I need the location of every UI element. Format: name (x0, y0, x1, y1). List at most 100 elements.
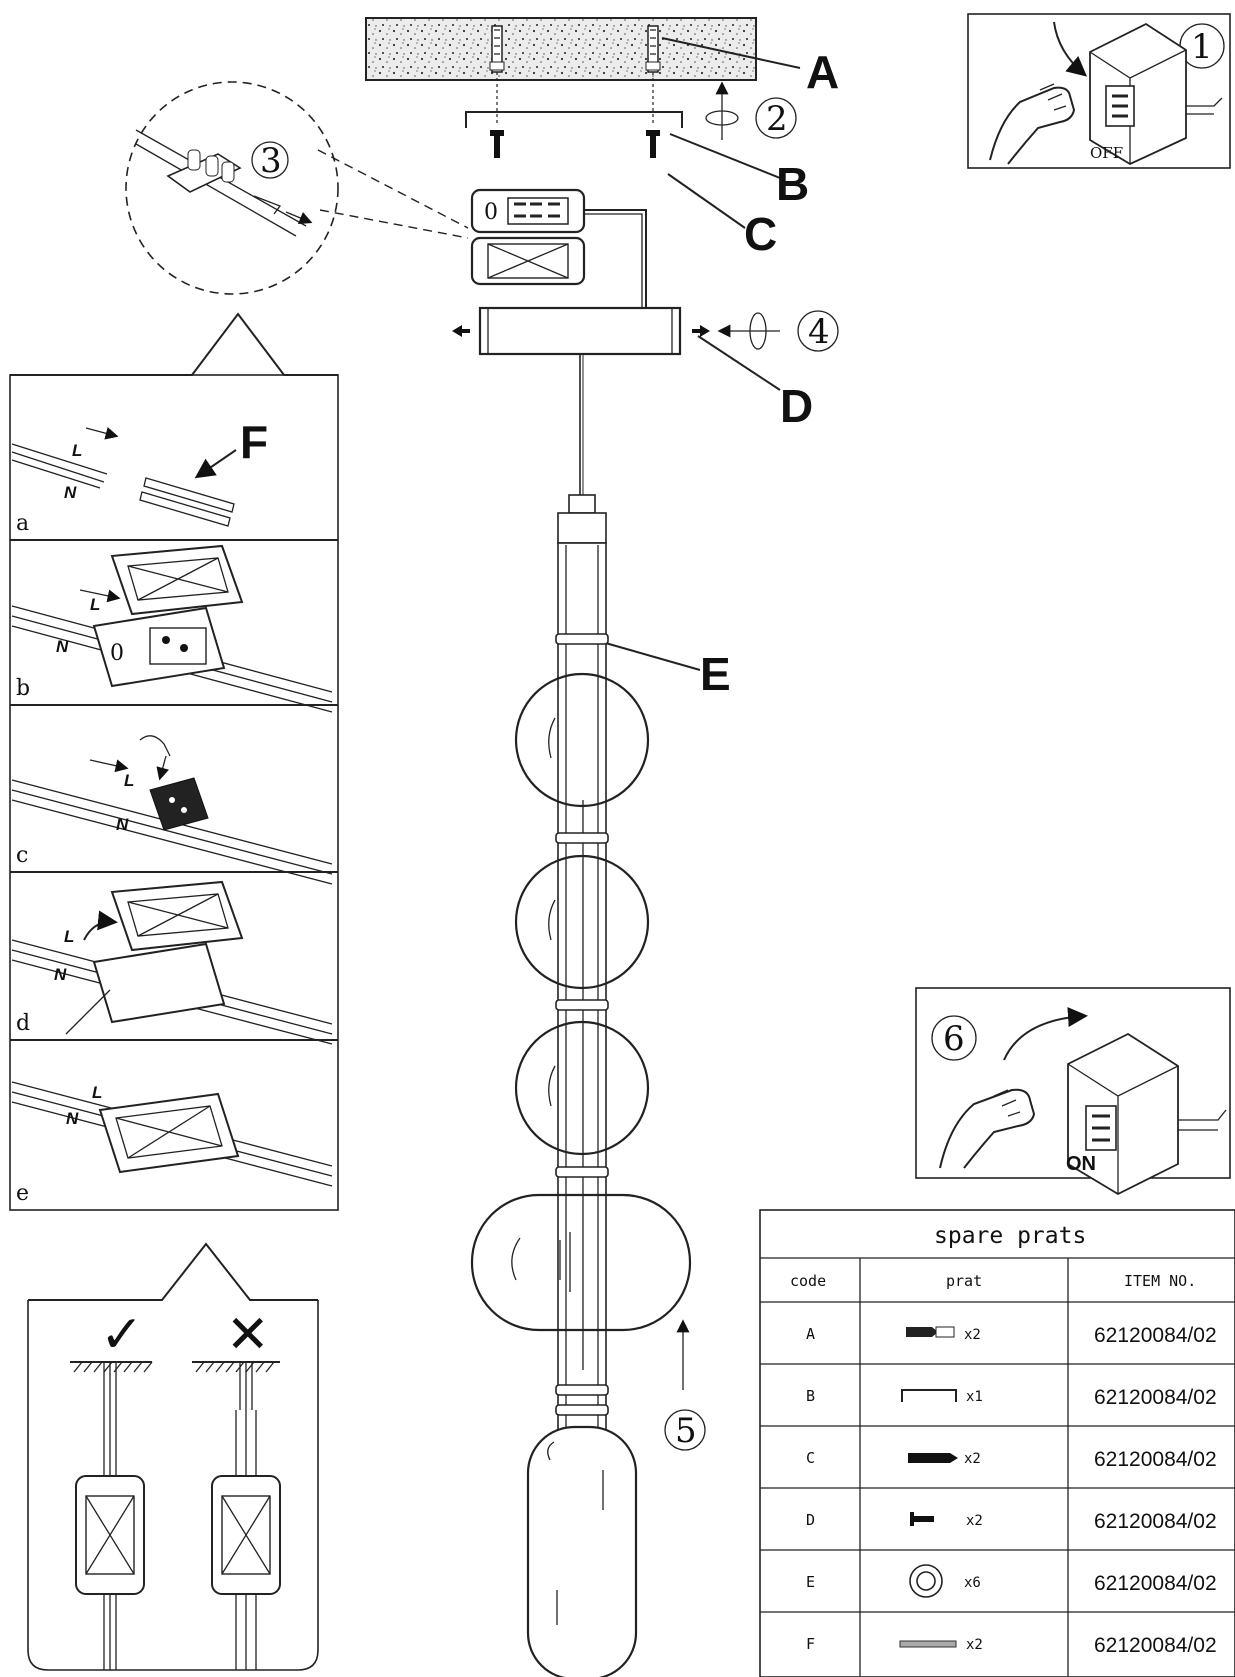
connector-mark-b: 0 (110, 641, 124, 666)
pendant-ring-1 (555, 633, 609, 645)
bracket-icon (901, 1389, 957, 1402)
row-qty: x6 (964, 1575, 981, 1591)
sleeve-icon (899, 1640, 957, 1648)
sub-step-a: a (16, 511, 29, 536)
wire-label-N-c: N (116, 815, 129, 834)
row-code: B (806, 1387, 815, 1405)
row-code: A (806, 1325, 815, 1343)
sub-step-b: b (16, 676, 30, 701)
connector-mark: 0 (484, 200, 498, 225)
table-header-code: code (790, 1272, 826, 1290)
wire-label-L-c: L (124, 771, 134, 790)
row-qty: x2 (964, 1451, 981, 1467)
correct-mark: ✓ (100, 1305, 144, 1365)
wiring-step-d: L N d (11, 880, 333, 1045)
row-qty: x2 (966, 1513, 983, 1529)
wire-label-L-d: L (64, 927, 74, 946)
step-5-number: 5 (675, 1411, 697, 1451)
label-B: B (776, 158, 809, 210)
ceiling-mount-group (365, 17, 757, 158)
pendant-ring-5 (555, 1384, 609, 1396)
wire-label-L-a: L (72, 441, 82, 460)
glass-globe-2 (514, 854, 650, 990)
callout-leaders (594, 37, 801, 671)
table-row: A x2 62120084/02 (806, 1324, 1217, 1347)
pendant-ring-2 (555, 832, 609, 844)
switch-off-label: OFF (1090, 144, 1123, 162)
step-6-number: 6 (943, 1019, 965, 1059)
row-code: D (806, 1511, 815, 1529)
table-row: D x2 62120084/02 (806, 1510, 1217, 1533)
table-row: C x2 62120084/02 (806, 1448, 1217, 1471)
wall-plug-right (645, 25, 661, 73)
glass-globe-3 (514, 1020, 650, 1156)
wiring-step-c: L N c (11, 735, 333, 885)
wire-label-N-e: N (66, 1109, 79, 1128)
step-1-number: 1 (1191, 27, 1213, 67)
row-item-no: 62120084/02 (1094, 1634, 1217, 1657)
switch-off-panel: 1 OFF (967, 13, 1231, 169)
step-3-number: 3 (260, 141, 282, 181)
row-code: F (806, 1635, 815, 1653)
row-item-no: 62120084/02 (1094, 1386, 1217, 1409)
sub-step-e: e (16, 1181, 29, 1206)
mounting-bracket (465, 111, 683, 128)
connector-detail-callout: 3 (125, 81, 469, 295)
screw-icon (908, 1453, 958, 1463)
table-row: E x6 62120084/02 (806, 1564, 1217, 1598)
glass-globe-1 (514, 672, 650, 808)
label-F: F (240, 416, 268, 468)
wire-label-N-d: N (54, 965, 67, 984)
glass-tube (526, 1425, 638, 1677)
wire-label-N-a: N (64, 483, 77, 502)
ring-icon (909, 1564, 943, 1598)
connector-box: 0 (470, 188, 586, 286)
wire-label-L-b: L (90, 595, 100, 614)
pendant-lamp (470, 354, 692, 1677)
wall-plug-icon (906, 1326, 955, 1338)
row-item-no: 62120084/02 (1094, 1448, 1217, 1471)
row-qty: x1 (966, 1389, 983, 1405)
row-qty: x2 (964, 1327, 981, 1343)
pendant-ring-3 (555, 999, 609, 1011)
hand-icon-off (989, 86, 1076, 165)
table-header-prat: prat (946, 1272, 982, 1290)
mounting-screw-right (646, 130, 660, 158)
wiring-callout-pointer (10, 312, 338, 376)
wire-label-L-e: L (92, 1083, 102, 1102)
table-row: B x1 62120084/02 (806, 1386, 1217, 1409)
label-D: D (780, 380, 813, 432)
glass-capsule (470, 1193, 692, 1332)
wiring-steps-panel: L N F a L N 0 b L N (9, 374, 339, 1211)
row-item-no: 62120084/02 (1094, 1324, 1217, 1347)
step-4-number: 4 (808, 312, 830, 352)
label-E: E (700, 648, 731, 700)
wiring-step-b: L N 0 b (11, 544, 333, 713)
wire-label-N-b: N (56, 637, 69, 656)
ceiling-slab (365, 17, 757, 81)
row-code: C (806, 1449, 815, 1467)
step-2-number: 2 (766, 99, 788, 139)
row-code: E (806, 1573, 815, 1591)
hand-icon-on (939, 1088, 1036, 1169)
table-row: F x2 62120084/02 (806, 1634, 1217, 1657)
pendant-ring-4 (555, 1166, 609, 1178)
table-header-item-no: ITEM NO. (1124, 1272, 1196, 1290)
wiring-step-a: L N F a (11, 416, 268, 536)
pendant-ring-6 (555, 1404, 609, 1416)
spare-parts-table: spare prats code prat ITEM NO. A x2 6212… (759, 1209, 1235, 1677)
wall-plug-left (489, 25, 505, 73)
row-item-no: 62120084/02 (1094, 1510, 1217, 1533)
rotate-down-arrow-icon (1053, 21, 1088, 77)
mounting-screw-left (490, 130, 504, 158)
label-A: A (806, 46, 839, 98)
switch-on-label: ON (1066, 1153, 1096, 1175)
junction-box-wrong (211, 1475, 281, 1595)
switch-on-panel: 6 ON (915, 987, 1231, 1196)
row-item-no: 62120084/02 (1094, 1572, 1217, 1595)
install-callout-pointer (28, 1242, 318, 1301)
canopy (452, 306, 710, 356)
rotate-up-arrow-icon (1003, 1007, 1088, 1061)
sub-step-c: c (16, 843, 28, 868)
label-C: C (744, 208, 777, 260)
